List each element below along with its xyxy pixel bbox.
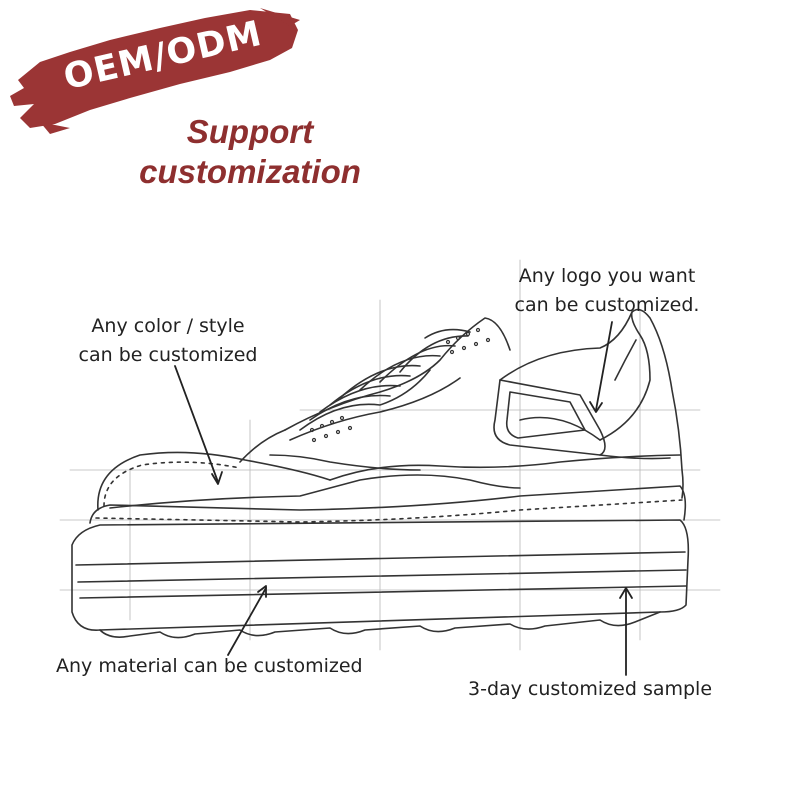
platform-sole [71, 519, 690, 639]
callout-logo: Any logo you want can be customized. [492, 262, 722, 320]
headline-line-1: Support [186, 113, 314, 150]
callout-material: Any material can be customized [56, 655, 363, 677]
midsole-welt [89, 485, 687, 524]
callout-arrows [174, 321, 633, 676]
brush-stroke-shape [10, 10, 298, 128]
callout-color-line-1: Any color / style [91, 315, 245, 337]
callout-logo-line-1: Any logo you want [518, 265, 696, 287]
headline-line-2: customization [139, 153, 361, 190]
callout-logo-line-2: can be customized. [514, 294, 700, 316]
headline: Support customization [110, 112, 390, 192]
callout-sample: 3-day customized sample [468, 678, 713, 700]
brush-stroke-banner [10, 8, 300, 134]
shoe-upper [97, 308, 684, 511]
callout-color-line-2: can be customized [78, 344, 258, 366]
callout-color-style: Any color / style can be customized [58, 312, 278, 370]
